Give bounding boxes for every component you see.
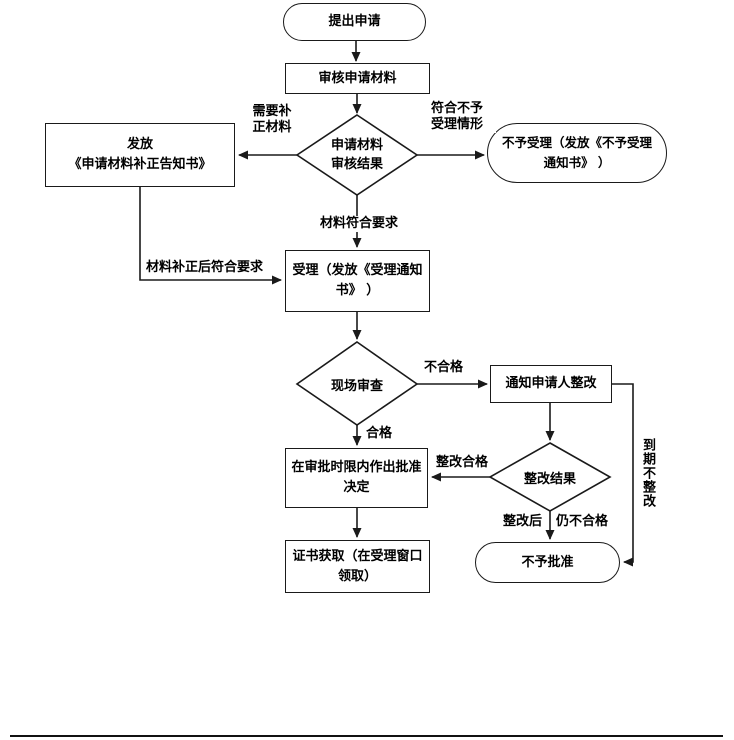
node-approve-decision: 在审批时限内作出批准 决定 (285, 448, 428, 508)
edge-label-qualified: 合格 (366, 426, 393, 442)
edge-notify-notapprove (612, 383, 634, 567)
node-site-review-diamond-label: 现场审查 (330, 379, 383, 394)
node-start: 提出申请 (283, 3, 426, 41)
node-certificate: 证书获取（在受理窗口 领取） (285, 540, 430, 593)
edge-label-corrected-ok: 材料补正后符合要求 (146, 260, 264, 276)
bottom-divider (10, 735, 723, 737)
node-start-label: 提出申请 (328, 14, 381, 29)
edge-label-still-unqualified: 仍不合格 (556, 514, 609, 530)
edge-correction-accept (139, 187, 282, 285)
diamond-site-review (295, 341, 419, 426)
node-not-accept: 不予受理（发放《不予受理 通知书》 ） (487, 123, 667, 183)
edge-label-reject-case: 符合不予 受理情形 (418, 101, 496, 133)
diamond-rectify-result (488, 442, 612, 512)
edge-label-rectify-ok: 整改合格 (436, 455, 489, 471)
edge-label-after-rectify: 整改后 (503, 514, 543, 530)
edge-label-overdue-no-rectify: 到期不整改 (638, 438, 656, 548)
node-issue-correction-notice: 发放 《申请材料补正告知书》 (45, 123, 235, 187)
node-rectify-result-diamond-label: 整改结果 (523, 472, 576, 487)
edge-label-unqualified: 不合格 (424, 360, 464, 376)
node-not-approve: 不予批准 (475, 542, 620, 583)
node-review-label: 审核申请材料 (318, 70, 397, 86)
node-review-result-diamond-label: 申请材料 审核结果 (330, 138, 383, 172)
node-review-materials: 审核申请材料 (285, 63, 430, 94)
edge-label-material-ok: 材料符合要求 (315, 216, 403, 232)
node-notify-rectify: 通知申请人整改 (490, 365, 612, 403)
node-accept: 受理（发放《受理通知 书》 ） (285, 250, 430, 312)
diamond-review-result (295, 114, 419, 196)
edge-label-need-correction: 需要补 正材料 (242, 104, 302, 136)
